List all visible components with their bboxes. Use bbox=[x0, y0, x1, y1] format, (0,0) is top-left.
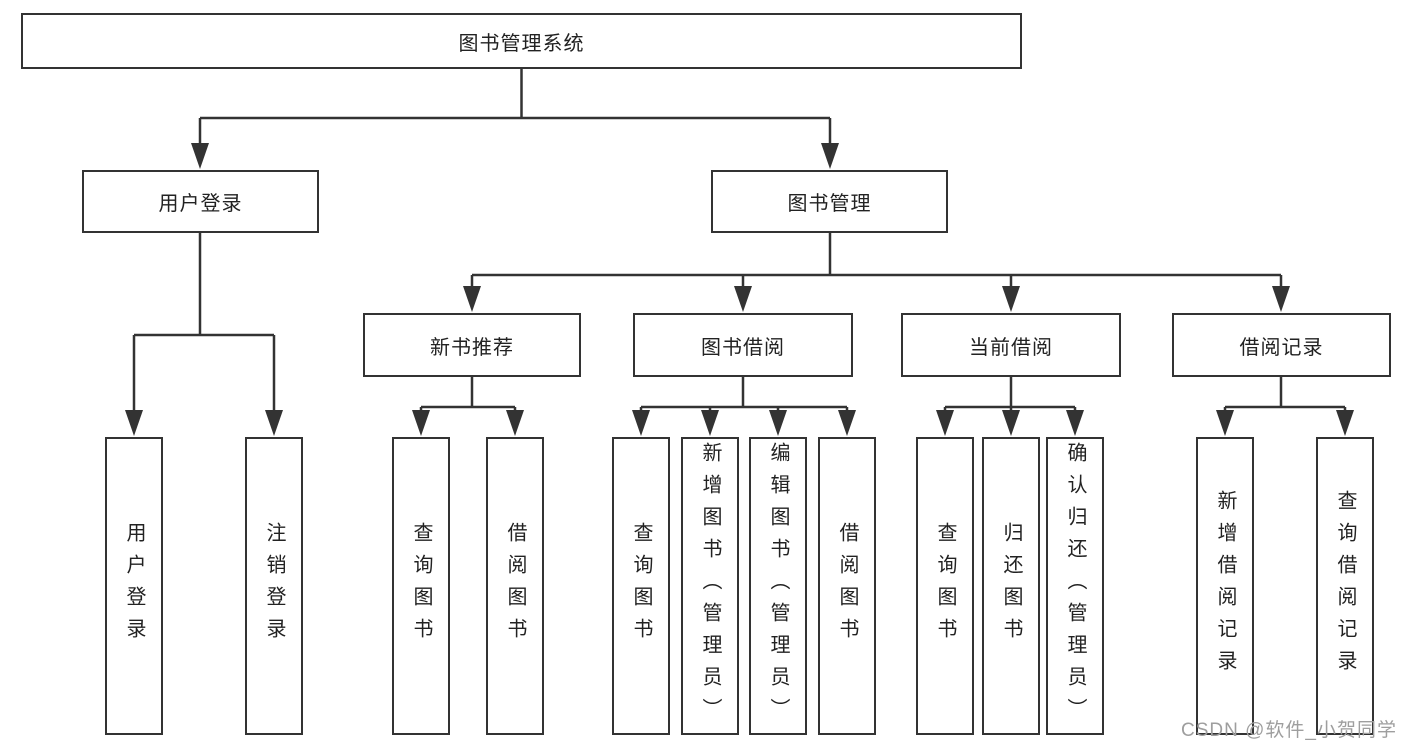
arrow-down-icon bbox=[412, 410, 430, 436]
arrow-down-icon bbox=[821, 143, 839, 169]
arrow-down-icon bbox=[1002, 410, 1020, 436]
leaf-current-return-books: 归还图书 bbox=[982, 437, 1040, 735]
arrow-down-icon bbox=[191, 143, 209, 169]
arrow-down-icon bbox=[1336, 410, 1354, 436]
leaf-label: 新增借阅记录 bbox=[1214, 490, 1236, 682]
leaf-label: 借阅图书 bbox=[504, 522, 526, 650]
leaf-label: 新增图书（管理员） bbox=[699, 442, 721, 730]
leaf-label: 注销登录 bbox=[263, 522, 285, 650]
arrow-down-icon bbox=[1066, 410, 1084, 436]
leaf-current-confirm-return-admin: 确认归还（管理员） bbox=[1046, 437, 1104, 735]
node-current-borrowing: 当前借阅 bbox=[901, 313, 1121, 377]
node-book-borrowing: 图书借阅 bbox=[633, 313, 853, 377]
arrow-down-icon bbox=[936, 410, 954, 436]
arrow-down-icon bbox=[838, 410, 856, 436]
node-label: 新书推荐 bbox=[430, 336, 514, 359]
arrow-down-icon bbox=[1272, 286, 1290, 312]
leaf-current-query-books: 查询图书 bbox=[916, 437, 974, 735]
leaf-label: 借阅图书 bbox=[836, 522, 858, 650]
node-borrowing-records: 借阅记录 bbox=[1172, 313, 1391, 377]
node-label: 图书借阅 bbox=[701, 336, 785, 359]
leaf-label: 用户登录 bbox=[123, 522, 145, 650]
node-label: 图书管理 bbox=[787, 193, 872, 215]
node-label: 用户登录 bbox=[158, 193, 243, 215]
leaf-borrowing-edit-book-admin: 编辑图书（管理员） bbox=[749, 437, 807, 735]
leaf-label: 查询借阅记录 bbox=[1334, 490, 1356, 682]
leaf-label: 确认归还（管理员） bbox=[1064, 442, 1086, 730]
leaf-borrowing-query-books: 查询图书 bbox=[612, 437, 670, 735]
leaf-records-query-borrow-record: 查询借阅记录 bbox=[1316, 437, 1374, 735]
leaf-label: 查询图书 bbox=[630, 522, 652, 650]
leaf-records-add-borrow-record: 新增借阅记录 bbox=[1196, 437, 1254, 735]
leaf-newbooks-query-books: 查询图书 bbox=[392, 437, 450, 735]
node-book-management-branch: 图书管理 bbox=[711, 170, 948, 233]
node-label: 借阅记录 bbox=[1239, 336, 1324, 359]
leaf-borrowing-add-book-admin: 新增图书（管理员） bbox=[681, 437, 739, 735]
arrow-down-icon bbox=[1216, 410, 1234, 436]
arrow-down-icon bbox=[1002, 286, 1020, 312]
leaf-label: 查询图书 bbox=[934, 522, 956, 650]
csdn-watermark: CSDN @软件_小贺同学 bbox=[1181, 720, 1397, 741]
node-new-book-recommendation: 新书推荐 bbox=[363, 313, 581, 377]
arrow-down-icon bbox=[632, 410, 650, 436]
leaf-newbooks-borrow-books: 借阅图书 bbox=[486, 437, 544, 735]
leaf-user-login: 用户登录 bbox=[105, 437, 163, 735]
node-label: 图书管理系统 bbox=[458, 32, 585, 55]
node-library-management-system: 图书管理系统 bbox=[21, 13, 1022, 69]
leaf-borrowing-borrow-books: 借阅图书 bbox=[818, 437, 876, 735]
arrow-down-icon bbox=[701, 410, 719, 436]
leaf-label: 查询图书 bbox=[410, 522, 432, 650]
arrow-down-icon bbox=[769, 410, 787, 436]
leaf-label: 归还图书 bbox=[1000, 522, 1022, 650]
node-user-login-branch: 用户登录 bbox=[82, 170, 319, 233]
node-label: 当前借阅 bbox=[969, 336, 1053, 359]
arrow-down-icon bbox=[125, 410, 143, 436]
arrow-down-icon bbox=[265, 410, 283, 436]
arrow-down-icon bbox=[506, 410, 524, 436]
leaf-logout: 注销登录 bbox=[245, 437, 303, 735]
arrow-down-icon bbox=[463, 286, 481, 312]
arrow-down-icon bbox=[734, 286, 752, 312]
leaf-label: 编辑图书（管理员） bbox=[767, 442, 789, 730]
